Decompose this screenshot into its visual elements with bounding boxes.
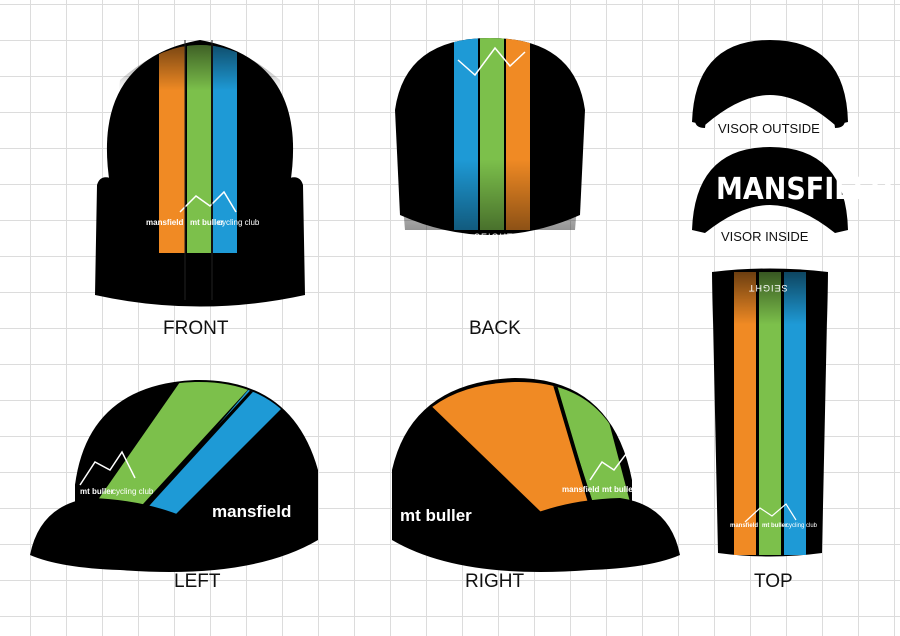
back-mountain-logo <box>457 46 526 77</box>
right-mountain-logo <box>589 452 635 481</box>
left-visor <box>30 498 318 572</box>
right-mt-buller-small-text: mt buller <box>602 485 636 494</box>
left-mt-buller-text: mt buller <box>80 487 114 496</box>
label-visor-outside: VISOR OUTSIDE <box>718 121 820 136</box>
left-mountain-logo <box>79 450 136 486</box>
left-mansfield-text: mansfield <box>212 502 292 521</box>
back-sponsor-text: SEIGHT <box>474 232 514 242</box>
front-mountain-logo <box>179 190 237 213</box>
top-mansfield-text: mansfield <box>730 523 759 529</box>
left-cycling-club-text: cycling club <box>112 487 154 496</box>
top-view-panel <box>712 268 828 557</box>
front-mt-buller-text: mt buller <box>190 218 224 227</box>
visor-inside-word: MANSFIELD <box>716 172 893 207</box>
right-orange-stripe <box>420 381 600 540</box>
label-back: BACK <box>469 318 521 339</box>
label-top: TOP <box>754 571 793 592</box>
visor-inside-shape <box>692 147 848 233</box>
top-cycling-club-text: cycling club <box>786 523 818 529</box>
front-cycling-club-text: cycling club <box>218 218 260 227</box>
left-view-cap <box>30 379 318 572</box>
front-mansfield-text: mansfield <box>146 218 184 227</box>
label-right: RIGHT <box>465 571 525 592</box>
top-sponsor-text: SEIGHT <box>748 283 788 293</box>
back-view-cap <box>395 38 585 235</box>
label-front: FRONT <box>163 318 229 339</box>
left-blue-stripe <box>120 382 300 540</box>
right-view-cap <box>392 378 680 572</box>
label-visor-inside: VISOR INSIDE <box>721 229 809 244</box>
right-mansfield-text: mansfield <box>562 485 600 494</box>
front-view-cap <box>95 40 305 307</box>
right-visor <box>392 498 680 572</box>
top-mt-buller-text: mt buller <box>762 523 788 529</box>
label-left: LEFT <box>174 571 221 592</box>
right-mt-buller-text: mt buller <box>400 506 472 525</box>
